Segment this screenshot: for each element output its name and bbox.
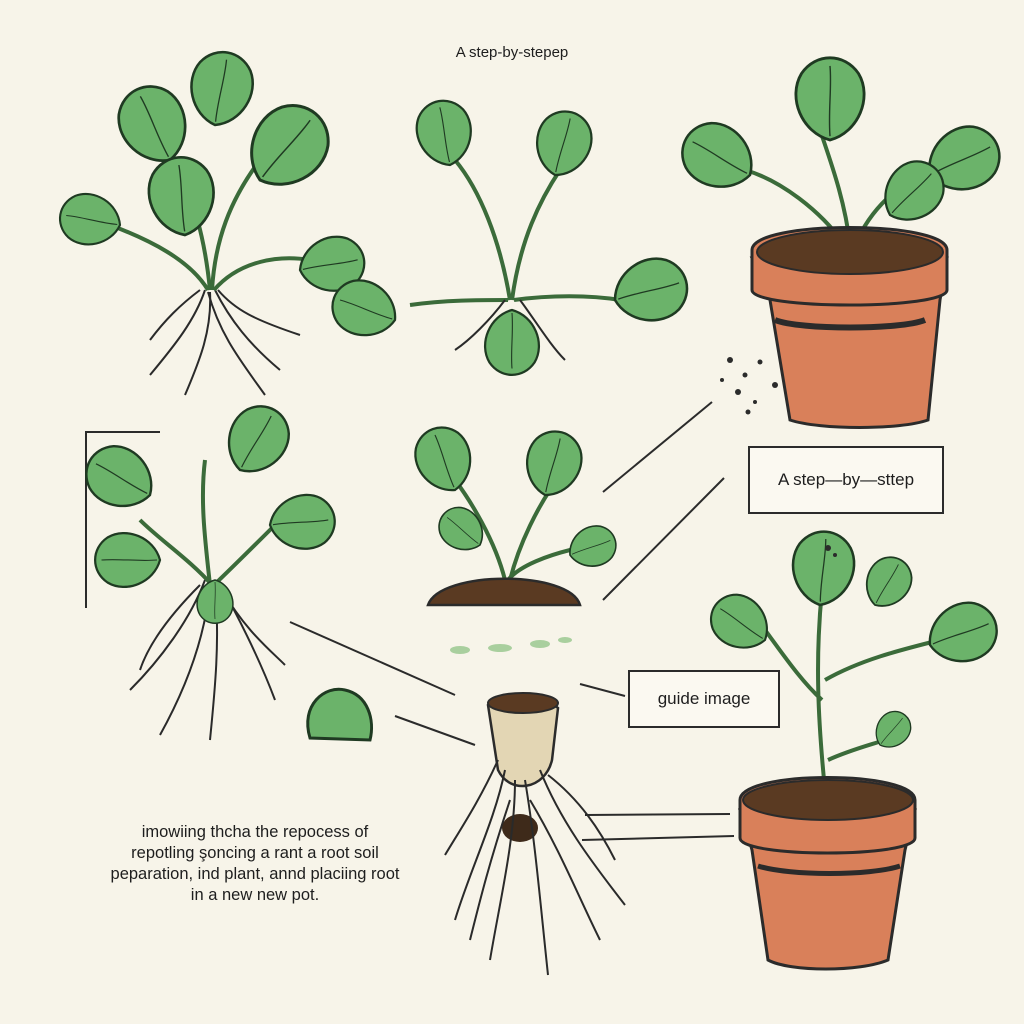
label-box-upper: A step—by—sttep [748,446,944,514]
seedling-in-soil-mound [406,418,623,654]
label-box-lower: guide image [628,670,780,728]
label-box-upper-text: A step—by—sttep [777,470,915,489]
caption-line: repotling şoncing a rant a root soil [131,844,379,862]
root-ball [444,692,626,976]
seedling-top-center [323,95,696,376]
caption-text: imowiing thcha the repocess of repotling… [70,822,440,906]
label-box-lower-text: guide image [657,689,751,708]
connector-lines [85,401,735,841]
plant-with-roots-top-left [54,46,370,396]
potted-plant-bottom-right [699,527,1007,971]
caption-line: peparation, ind plant, annd placiing roo… [110,865,400,883]
loose-leaf [306,687,374,742]
caption-line: imowiing thcha the repocess of [141,823,369,841]
plant-with-roots-middle-left [74,394,339,741]
potted-plant-top-right [669,56,1011,429]
page-title: A step-by-stepep [455,44,569,61]
caption-line: in a new new pot. [190,886,320,904]
